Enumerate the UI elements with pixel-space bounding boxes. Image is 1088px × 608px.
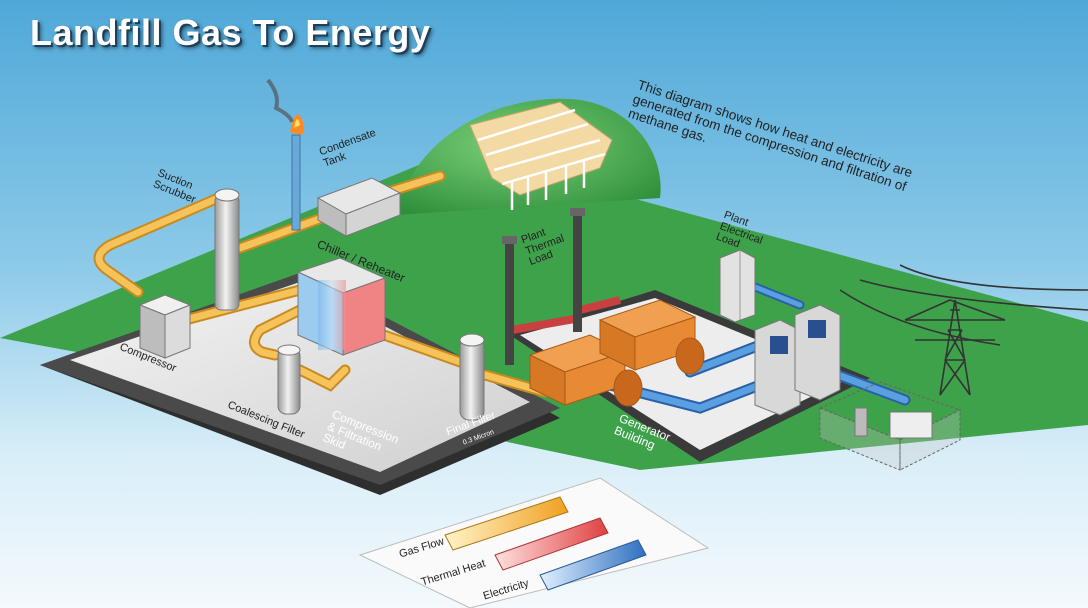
switchgear-cabinets <box>754 304 841 416</box>
landfill-waste <box>469 101 613 196</box>
legend-panel <box>358 477 710 608</box>
generator-back <box>598 299 705 375</box>
condensate-tank <box>316 177 402 237</box>
legend-electricity-swatch <box>539 539 647 591</box>
page-title: Landfill Gas To Energy <box>30 12 431 53</box>
final-filter <box>459 333 485 421</box>
compressor <box>138 294 192 359</box>
legend-gas-swatch <box>444 496 569 551</box>
coalescing-filter <box>277 344 301 415</box>
legend-heat-swatch <box>494 517 609 571</box>
thermal-heat-pipes <box>511 296 621 334</box>
transformer-yard <box>818 381 962 471</box>
thermal-load-stacks <box>502 208 585 365</box>
plant-electrical-load-panel <box>719 249 756 323</box>
generator-sets <box>528 299 705 407</box>
chiller-reheater <box>296 257 387 356</box>
transmission-tower <box>839 264 1088 396</box>
electricity-cables <box>604 280 911 414</box>
flare-stack <box>266 78 304 231</box>
gas-collection-wells <box>477 108 606 210</box>
suction-scrubber <box>214 188 240 311</box>
